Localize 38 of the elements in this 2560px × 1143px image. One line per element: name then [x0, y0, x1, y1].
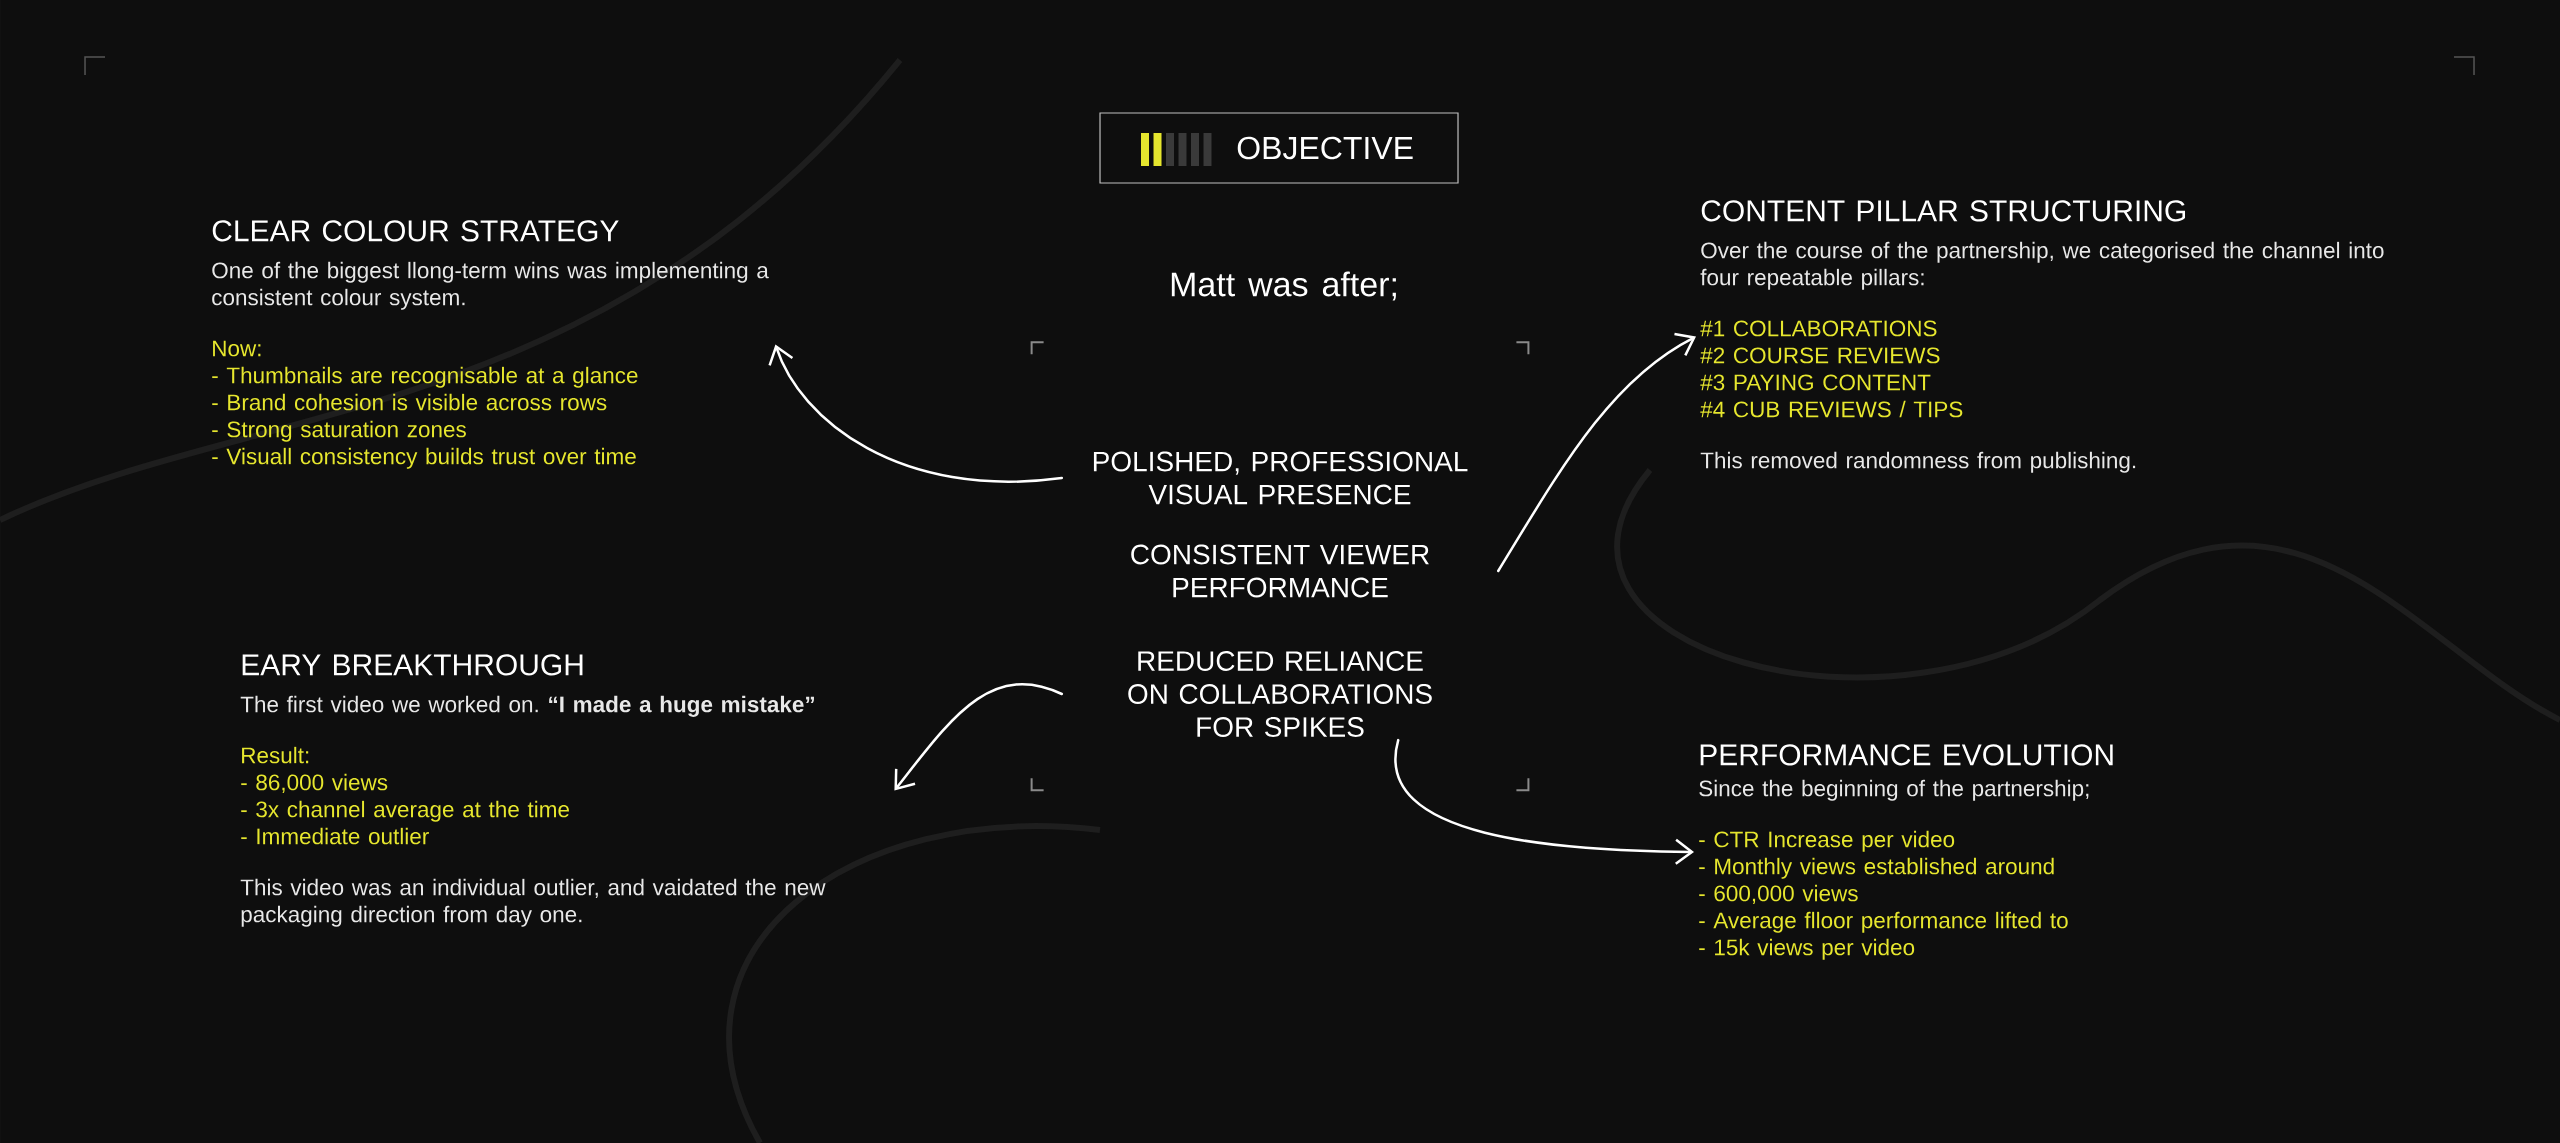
body-text: One of the biggest llong-term wins was implementing a consistent colour system. [212, 261, 769, 310]
body-text: Over the course of the partnership, we categorised the channel into four repeatable pillars: [1700, 241, 2384, 290]
list-item: #3 PAYING CONTENT [1700, 374, 1931, 391]
list-label: Result: [242, 746, 309, 764]
list-label: - Brand cohesion is visible across rows [212, 393, 607, 411]
goal-text: CONSISTENT VIEWER PERFORMANCE [1131, 544, 1429, 598]
list-label: - Strong saturation zones [212, 420, 466, 442]
list-item: - 3x channel average at the time [241, 800, 569, 822]
curved-arrow [1496, 332, 1696, 573]
body-text: Since the beginning of the partnership; [1699, 779, 2089, 801]
list-label: - Thumbnails are recognisable at a glance [212, 366, 638, 388]
list-item: - 600,000 views [1699, 884, 1858, 905]
body-text: This removed randomness from publishing. [1700, 451, 2136, 473]
list-label: - Visuall consistency builds trust over time [212, 447, 636, 469]
list-item: #2 COURSE REVIEWS [1700, 347, 1940, 364]
list-item: #4 CUB REVIEWS / TIPS [1700, 400, 1963, 418]
list-item: - Immediate outlier [241, 827, 429, 845]
list-item: - 86,000 views [241, 773, 388, 794]
list-item: - CTR Increase per video [1699, 830, 1955, 852]
frame-corners [1030, 341, 1530, 792]
body-text: The first video we worked on. “I made a huge mistake” [240, 695, 814, 717]
list-item: - 15k views per video [1699, 938, 1915, 960]
title-text: OBJECTIVE [1237, 136, 1413, 160]
card-heading: CONTENT PILLAR STRUCTURING [1701, 200, 2185, 222]
curved-arrow [1394, 738, 1694, 865]
list-item: - Monthly views established around [1699, 857, 2054, 879]
goal-text: POLISHED, PROFESSIONAL VISUAL PRESENCE [1093, 451, 1468, 505]
card-heading: PERFORMANCE EVOLUTION [1700, 744, 2113, 766]
goal-text: REDUCED RELIANCE ON COLLABORATIONS FOR SPIKES [1128, 651, 1432, 737]
list-item: - Average flloor performance lifted to [1699, 911, 2068, 933]
list-item: #1 COLLABORATIONS [1700, 320, 1937, 337]
card-heading: EARY BREAKTHROUGH [242, 654, 583, 676]
card-heading: CLEAR COLOUR STRATEGY [212, 220, 619, 242]
subtitle-text: Matt was after; [1171, 271, 1396, 301]
list-label: Now: [213, 340, 261, 357]
curved-arrow [894, 683, 1064, 791]
curved-arrow [768, 344, 1064, 483]
body-text: This video was an individual outlier, and vaidated the new packaging direction from day one. [240, 878, 826, 927]
